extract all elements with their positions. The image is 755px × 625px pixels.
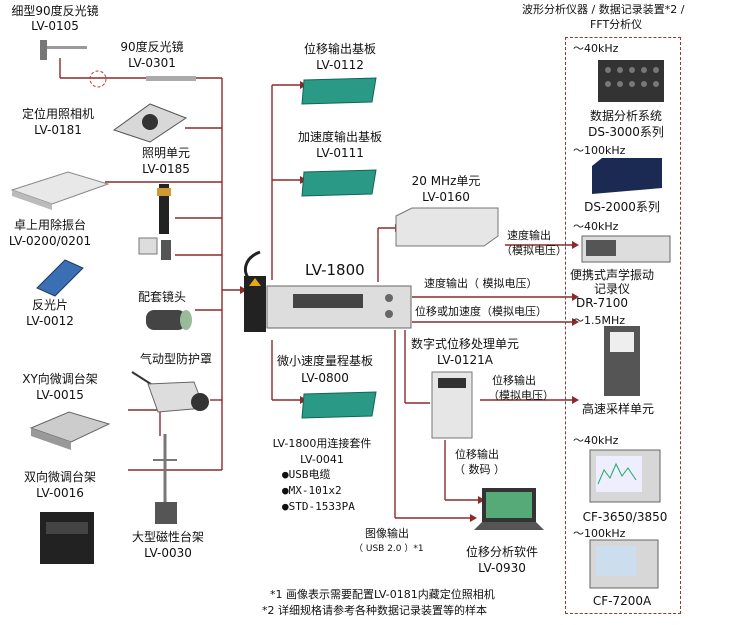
camera-model: LV-0181 xyxy=(34,123,82,137)
software-name: 位移分析软件 xyxy=(465,545,539,559)
reflector-name: 反光片 xyxy=(31,298,69,312)
hs-unit-image xyxy=(604,326,640,396)
footnote-2: *2 详细规格请参考各种数据记录装置等的样本 xyxy=(262,604,487,617)
isolation-table-name: 卓上用除振台 xyxy=(13,218,87,232)
two-axis-stage-name: 双向微调台架 xyxy=(23,470,97,484)
main-unit-model: LV-1800 xyxy=(305,261,365,279)
cf3650-model: CF-3650/3850 xyxy=(582,510,668,524)
dr7100-name: 便携式声学振动 xyxy=(569,268,655,282)
cf7200-freq: ～100kHz xyxy=(573,527,626,540)
cf3650-image xyxy=(589,449,661,503)
mirror-small-image xyxy=(40,40,87,60)
micro-board-model: LV-0800 xyxy=(301,371,349,385)
unit20-name: 20 MHz单元 xyxy=(411,174,481,188)
group-header-1: 波形分析仪器 / 数据记录装置*2 / xyxy=(522,3,685,16)
acc-board-image xyxy=(301,169,377,197)
vel-output-sub: （模拟电压） xyxy=(501,244,567,257)
disp-out-label: 位移输出 xyxy=(492,374,536,387)
camera-name: 定位用照相机 xyxy=(21,107,95,121)
analyzer-group-frame xyxy=(565,37,681,614)
cf7200-image xyxy=(589,539,659,589)
xy-stage-name: XY向微调台架 xyxy=(22,372,98,386)
reflector-sheet-image xyxy=(36,259,84,297)
micro-board-image xyxy=(301,391,377,419)
ds2000-image xyxy=(592,158,662,194)
dsp-unit-name: 数字式位移处理单元 xyxy=(410,337,520,351)
unit20-model: LV-0160 xyxy=(422,190,470,204)
dr7100-model: DR-7100 xyxy=(576,296,628,310)
disp-out-sub: （模拟电压） xyxy=(488,389,554,402)
mirror90-model: LV-0301 xyxy=(128,56,176,70)
disp-board-model: LV-0112 xyxy=(316,58,364,72)
cf3650-freq: ～40kHz xyxy=(573,434,619,447)
footnote-1: *1 画像表示需要配置LV-0181内藏定位照相机 xyxy=(270,588,495,601)
light-name: 照明单元 xyxy=(141,146,191,160)
micro-board-name: 微小速度量程基板 xyxy=(276,354,374,368)
light-unit-image xyxy=(138,184,171,260)
mirror90-image xyxy=(89,70,196,88)
lens-image xyxy=(146,310,192,330)
magnetic-stand-model: LV-0030 xyxy=(144,546,192,560)
air-guard-name: 气动型防护罩 xyxy=(139,352,213,366)
reflector-model: LV-0012 xyxy=(26,314,74,328)
cf7200-model: CF-7200A xyxy=(592,594,652,608)
dr7100-image xyxy=(581,235,671,263)
two-axis-stage-image xyxy=(40,512,94,564)
ds3000-image xyxy=(598,60,664,102)
camera-image xyxy=(112,103,188,143)
ds2000-freq: ～100kHz xyxy=(573,144,626,157)
mirror-small-name: 细型90度反光镜 xyxy=(11,4,99,18)
isolation-table-model: LV-0200/0201 xyxy=(8,234,92,248)
mirror90-name: 90度反光镜 xyxy=(120,40,184,54)
kit-item: ●STD-1533PA xyxy=(282,500,355,513)
laser-probe-image xyxy=(243,250,266,332)
xy-stage-image xyxy=(29,411,111,450)
magnetic-stand-name: 大型磁性台架 xyxy=(131,530,205,544)
disp-board-image xyxy=(301,77,377,105)
two-axis-stage-model: LV-0016 xyxy=(36,486,84,500)
mirror-small-model: LV-0105 xyxy=(31,19,79,33)
hs-unit-freq: ～1.5MHz xyxy=(573,314,626,327)
ds3000-model: DS-3000系列 xyxy=(588,125,664,139)
dsp-unit-image xyxy=(431,371,473,439)
lens-name: 配套镜头 xyxy=(137,290,187,304)
ds3000-freq: ～40kHz xyxy=(573,42,619,55)
software-model: LV-0930 xyxy=(478,561,526,575)
laptop-image xyxy=(474,488,544,530)
dsp-unit-model: LV-0121A xyxy=(437,353,493,367)
img-out-sub: （ USB 2.0 ）*1 xyxy=(354,544,424,554)
acc-board-name: 加速度输出基板 xyxy=(297,130,383,144)
vel-output-label: 速度输出 xyxy=(507,229,551,242)
group-header-2: FFT分析仪 xyxy=(590,18,643,31)
kit-item: ●USB电缆 xyxy=(282,468,331,481)
xy-stage-model: LV-0015 xyxy=(36,388,84,402)
kit-name: LV-1800用连接套件 xyxy=(272,437,372,450)
disp-board-name: 位移输出基板 xyxy=(303,42,377,56)
img-out-label: 图像输出 xyxy=(365,527,409,540)
disp-num-label: 位移输出 xyxy=(455,448,499,461)
isolation-table-image xyxy=(10,171,110,210)
ds3000-name: 数据分析系统 xyxy=(589,109,663,123)
main-unit-image xyxy=(266,285,412,329)
disp-acc-label: 位移或加速度（模拟电压） xyxy=(415,305,547,318)
acc-board-model: LV-0111 xyxy=(316,146,364,160)
kit-item: ●MX-101x2 xyxy=(282,484,342,497)
hs-unit-name: 高速采样单元 xyxy=(581,402,655,416)
light-model: LV-0185 xyxy=(142,162,190,176)
disp-num-sub: （ 数码 ） xyxy=(454,463,505,476)
kit-model: LV-0041 xyxy=(300,453,344,466)
ds2000-model: DS-2000系列 xyxy=(584,200,660,214)
vel-output2-label: 速度输出（ 模拟电压） xyxy=(424,277,538,290)
dr7100-freq: ～40kHz xyxy=(573,220,619,233)
magnetic-stand-image xyxy=(153,434,177,524)
unit20-image xyxy=(395,207,499,247)
dr7100-name2: 记录仪 xyxy=(593,282,631,296)
air-guard-image xyxy=(131,371,209,413)
